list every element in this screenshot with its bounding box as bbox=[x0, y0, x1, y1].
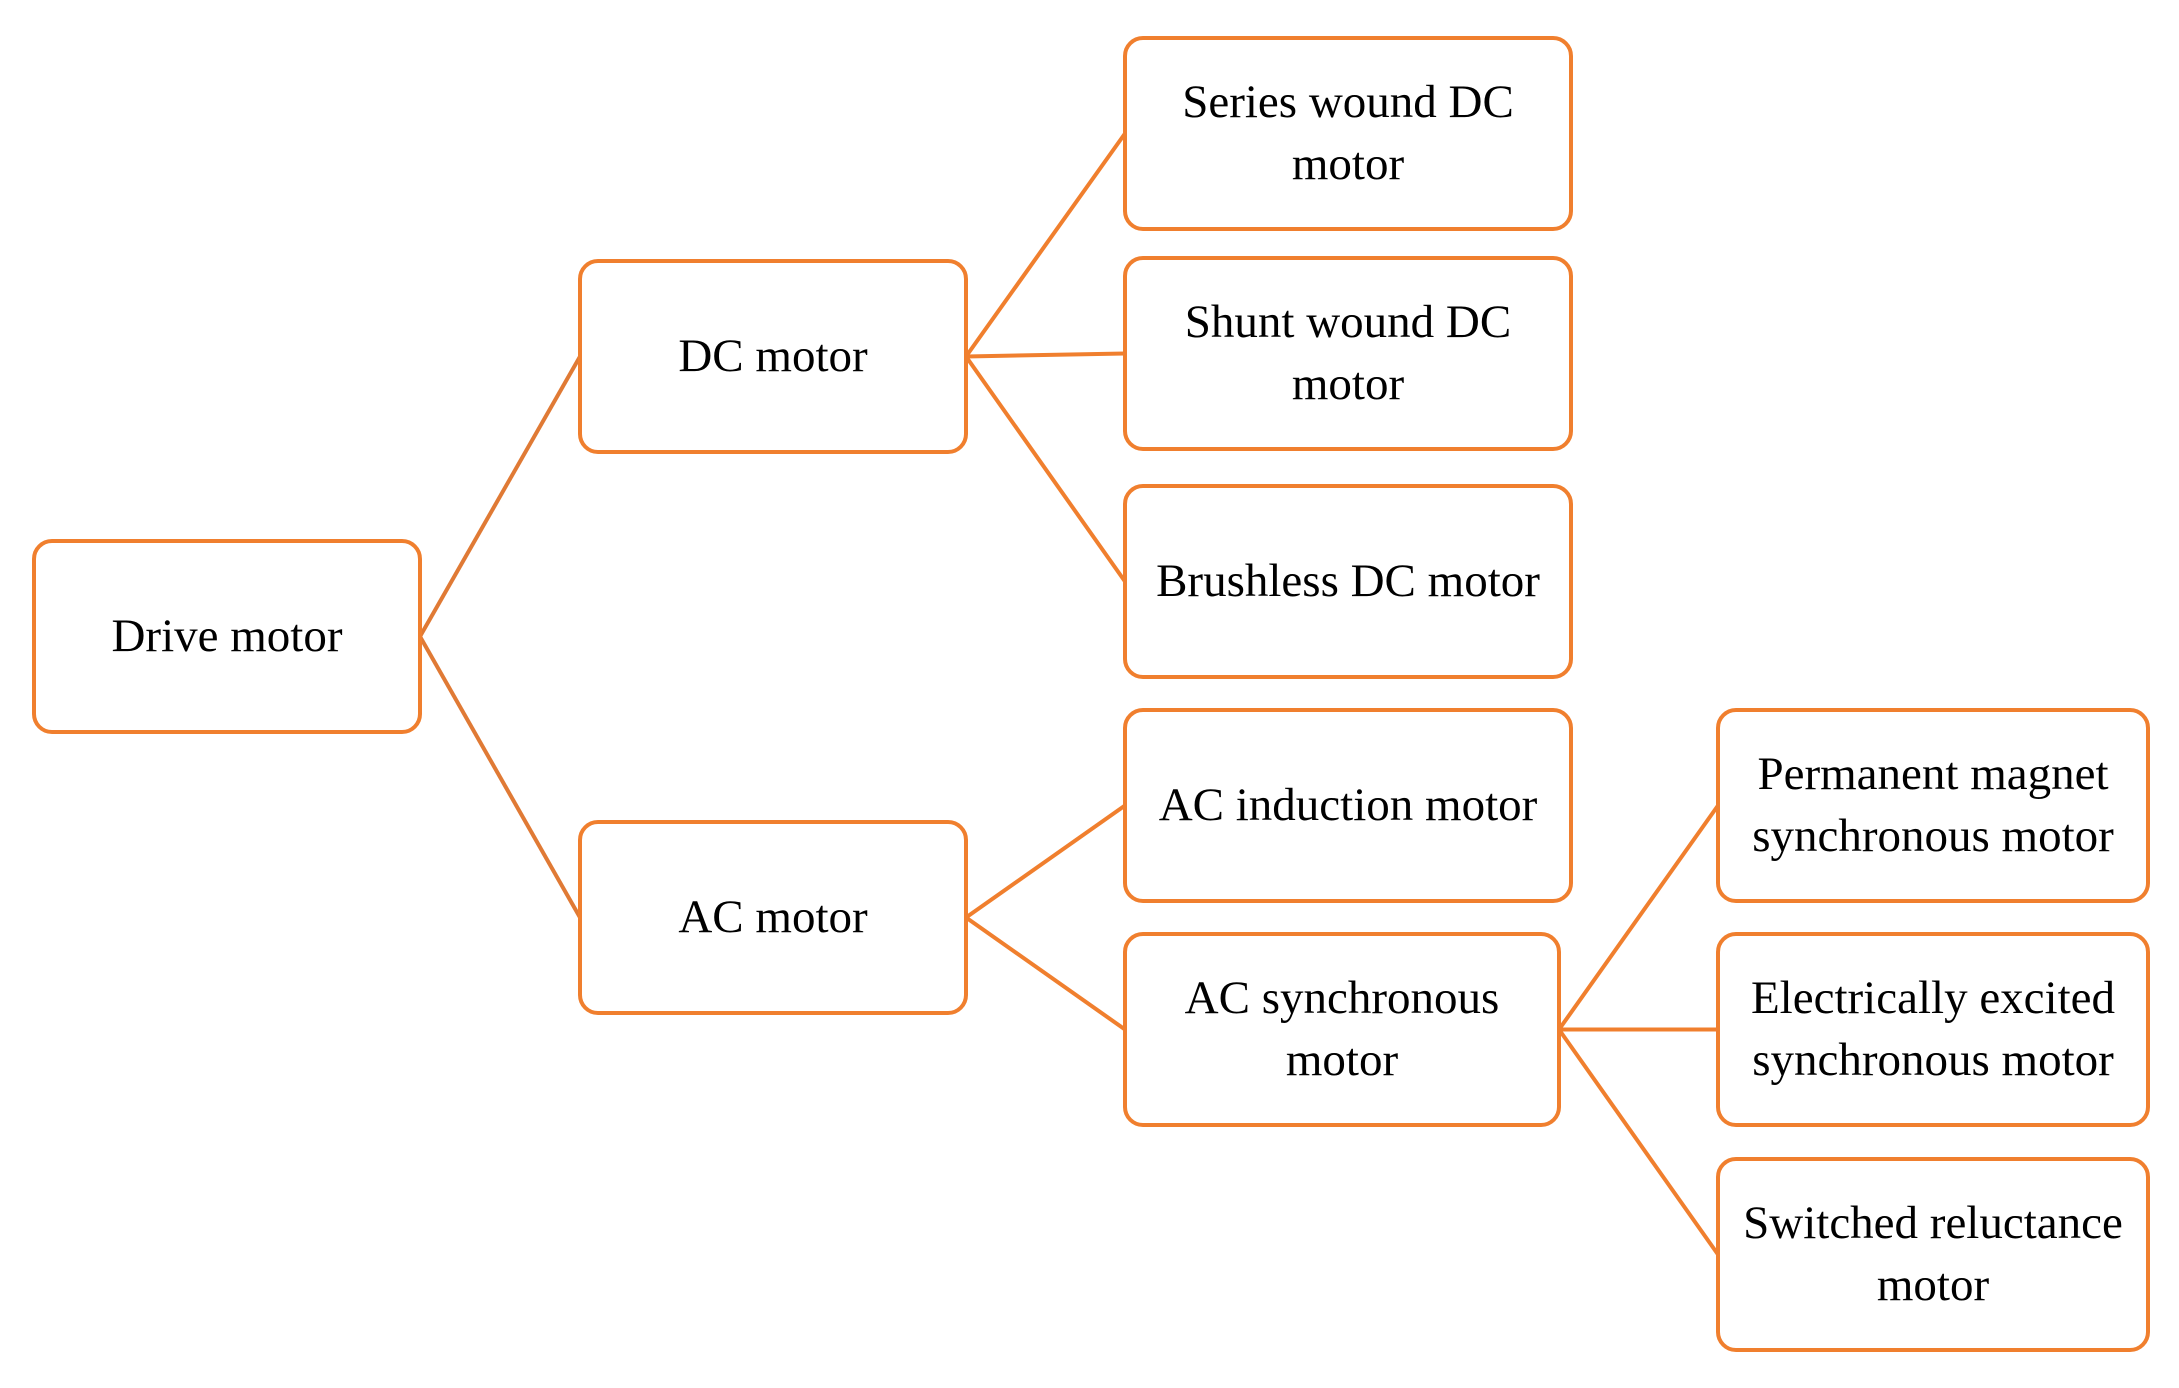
node-shunt-wound-dc-motor: Shunt wound DC motor bbox=[1123, 256, 1573, 451]
connector-sync-to-sr bbox=[1557, 1028, 1720, 1256]
node-brushless-dc-motor: Brushless DC motor bbox=[1123, 484, 1573, 679]
connector-dc-to-shunt bbox=[965, 351, 1126, 359]
node-ac-synchronous-motor: AC synchronous motor bbox=[1123, 932, 1561, 1127]
connector-ac-to-induction bbox=[964, 803, 1127, 920]
node-series-wound-dc-motor: Series wound DC motor bbox=[1123, 36, 1573, 231]
connector-dc-to-brushless bbox=[964, 355, 1127, 583]
node-permanent-magnet-synchronous-motor: Permanent magnet synchronous motor bbox=[1716, 708, 2150, 903]
connector-dc-to-series bbox=[964, 132, 1127, 358]
connector-sync-to-pm bbox=[1557, 804, 1720, 1031]
node-ac-induction-motor: AC induction motor bbox=[1123, 708, 1573, 903]
connector-drive-to-ac bbox=[418, 635, 582, 919]
node-electrically-excited-synchronous-motor: Electrically excited synchronous motor bbox=[1716, 932, 2150, 1127]
connector-ac-to-sync bbox=[964, 915, 1127, 1032]
node-ac-motor: AC motor bbox=[578, 820, 968, 1015]
connector-drive-to-dc bbox=[418, 355, 582, 638]
node-drive-motor: Drive motor bbox=[32, 539, 422, 734]
node-switched-reluctance-motor: Switched reluctance motor bbox=[1716, 1157, 2150, 1352]
node-dc-motor: DC motor bbox=[578, 259, 968, 454]
